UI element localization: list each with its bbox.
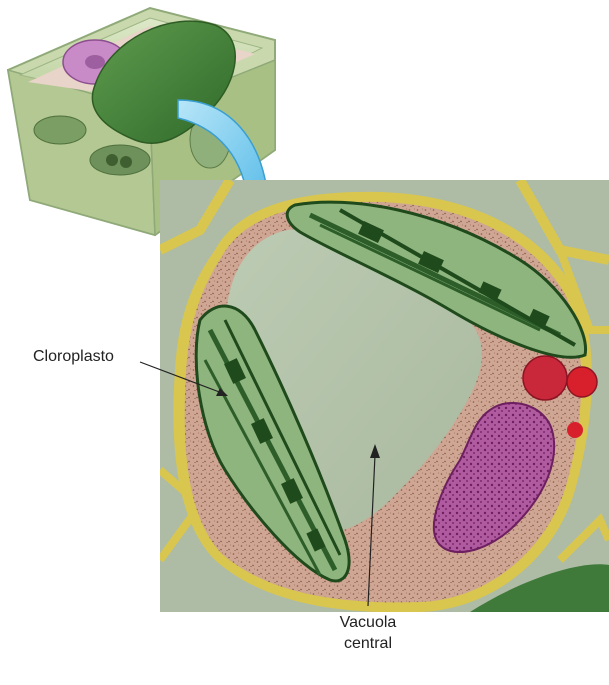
red-organelle [567, 367, 597, 397]
label-cloroplasto: Cloroplasto [33, 346, 114, 367]
micrograph [160, 180, 609, 612]
red-organelle [523, 356, 567, 400]
label-vacuola-central: Vacuola central [318, 612, 418, 654]
red-organelle [567, 422, 583, 438]
label-vacuola-line2: central [318, 633, 418, 654]
label-vacuola-line1: Vacuola [318, 612, 418, 633]
